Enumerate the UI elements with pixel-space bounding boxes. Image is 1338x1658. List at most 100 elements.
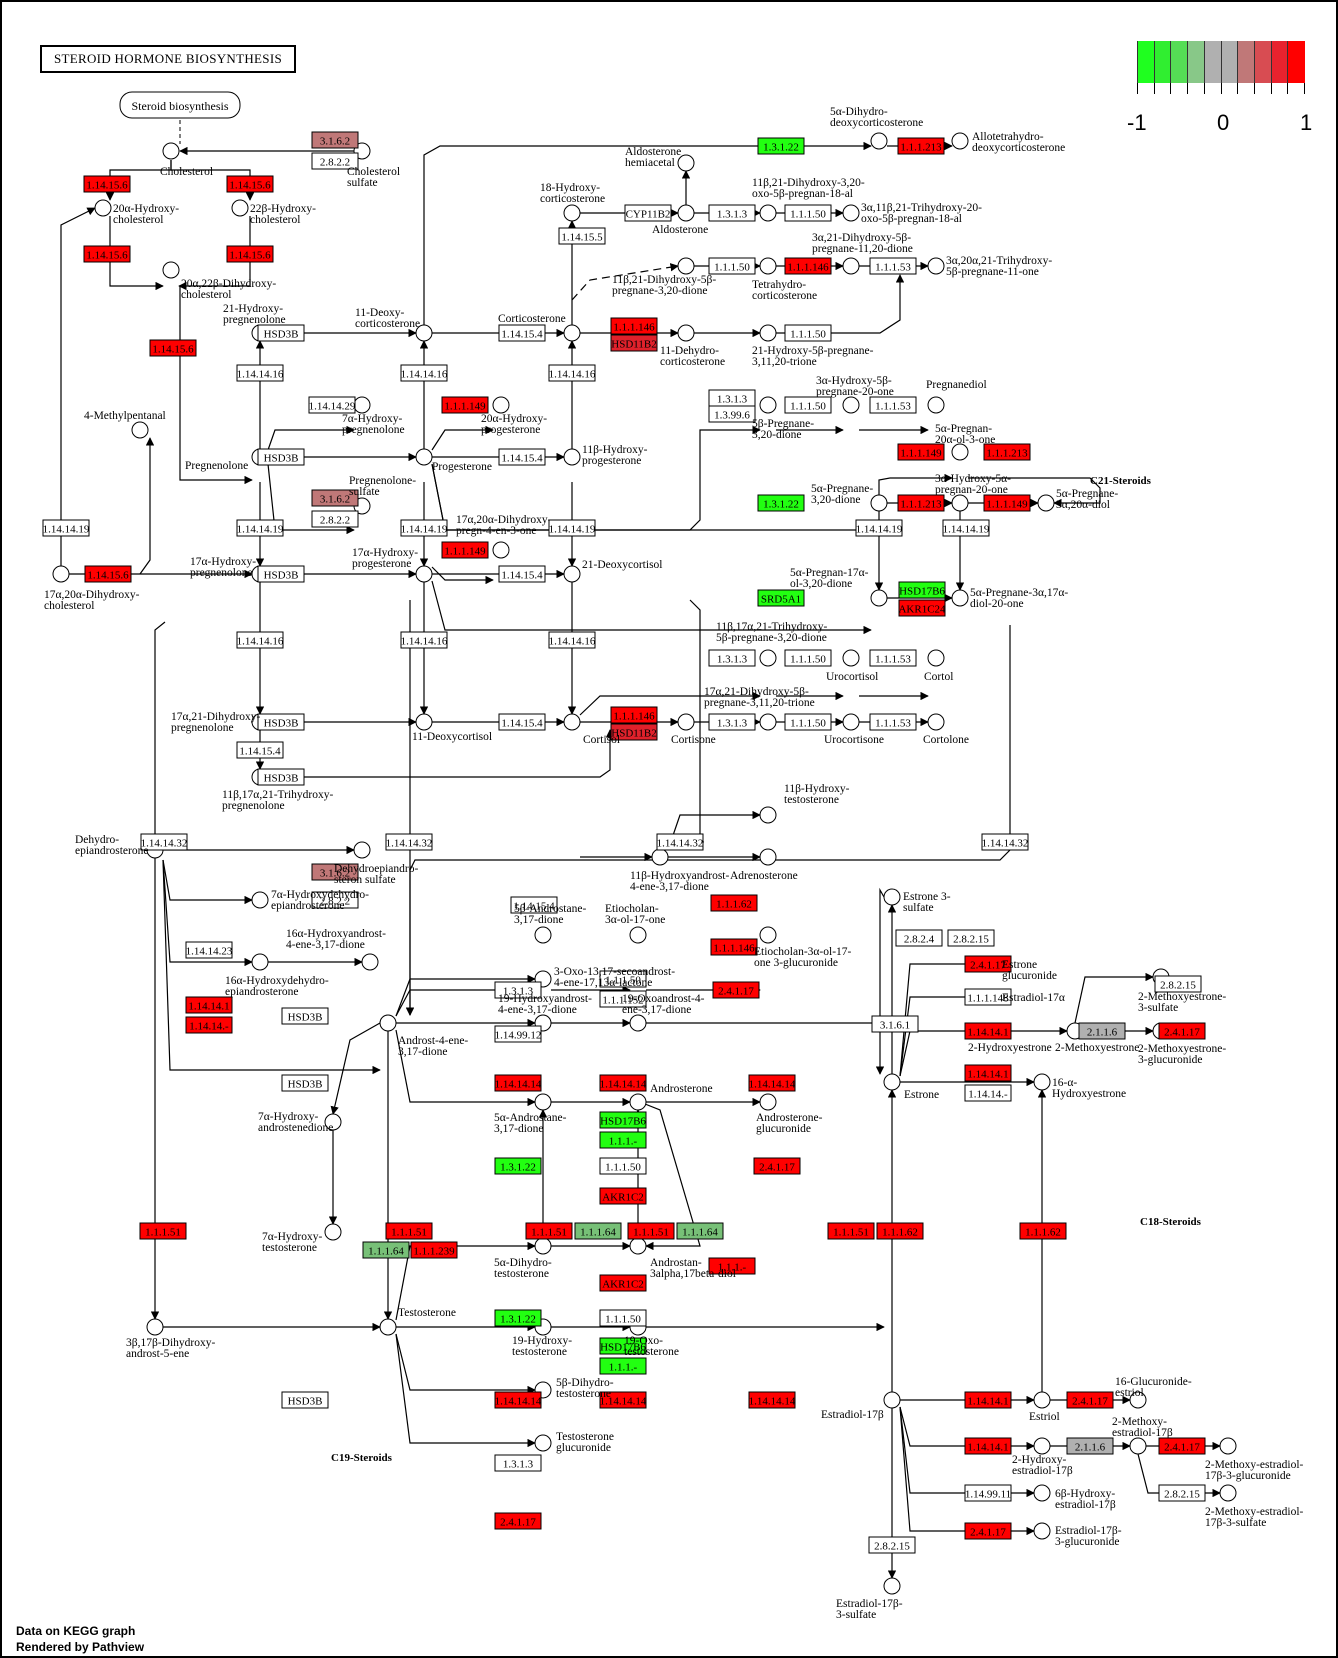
compound-node[interactable] [1219, 1437, 1237, 1455]
compound-node[interactable] [842, 204, 860, 222]
compound-node[interactable] [759, 713, 777, 731]
enzyme-box[interactable]: 1.14.15.6 [84, 565, 132, 583]
enzyme-box[interactable]: 1.1.1.64 [676, 1222, 724, 1240]
compound-node[interactable] [563, 565, 581, 583]
enzyme-box[interactable]: 2.4.1.17 [1158, 1022, 1206, 1040]
enzyme-box[interactable]: 1.1.1.62 [1019, 1222, 1067, 1240]
compound-node[interactable] [951, 494, 969, 512]
enzyme-box[interactable]: 2.8.2.4 [895, 929, 943, 947]
enzyme-box[interactable]: 1.14.14.16 [548, 631, 596, 649]
enzyme-box[interactable]: 1.14.15.4 [498, 324, 546, 342]
enzyme-box[interactable]: 1.1.1.64 [362, 1241, 410, 1259]
enzyme-box[interactable]: 1.1.1.53 [869, 649, 917, 667]
enzyme-box[interactable]: HSD3B [257, 713, 305, 731]
enzyme-box[interactable]: 1.1.1.149 [441, 396, 489, 414]
enzyme-box[interactable]: 1.14.14.1 [964, 1064, 1012, 1082]
compound-node[interactable] [759, 257, 777, 275]
compound-node[interactable] [883, 888, 901, 906]
compound-node[interactable] [415, 713, 433, 731]
enzyme-box[interactable]: 1.1.1.146 [784, 257, 832, 275]
enzyme-box[interactable]: 1.14.15.4 [498, 565, 546, 583]
compound-node[interactable] [534, 926, 552, 944]
compound-node[interactable] [415, 448, 433, 466]
enzyme-box[interactable]: 1.1.1.50 [784, 324, 832, 342]
enzyme-box[interactable]: 2.8.2.2 [311, 510, 359, 528]
enzyme-box[interactable]: HSD11B2 [610, 723, 658, 741]
compound-node[interactable] [563, 713, 581, 731]
enzyme-box[interactable]: HSD3B [257, 768, 305, 786]
enzyme-box[interactable]: AKR1C2 [599, 1274, 647, 1292]
enzyme-box[interactable]: 1.14.15.6 [149, 339, 197, 357]
compound-node[interactable] [324, 1223, 342, 1241]
compound-node[interactable] [759, 1093, 777, 1111]
enzyme-box[interactable]: 1.14.14.32 [140, 833, 188, 851]
enzyme-box[interactable]: 1.14.14.19 [400, 519, 448, 537]
enzyme-box[interactable]: HSD3B [281, 1391, 329, 1409]
enzyme-box[interactable]: 1.14.14.1 [185, 996, 233, 1014]
compound-node[interactable] [677, 324, 695, 342]
enzyme-box[interactable]: 1.1.1.146 [610, 317, 658, 335]
compound-node[interactable] [563, 204, 581, 222]
enzyme-box[interactable]: HSD3B [257, 448, 305, 466]
enzyme-box[interactable]: 1.1.1.50 [599, 1309, 647, 1327]
compound-node[interactable] [629, 1093, 647, 1111]
enzyme-box[interactable]: 1.1.1.146 [710, 938, 758, 956]
compound-node[interactable] [251, 953, 269, 971]
enzyme-box[interactable]: 1.1.1.149 [441, 541, 489, 559]
enzyme-box[interactable]: 1.1.1.50 [599, 1157, 647, 1175]
enzyme-box[interactable]: 1.1.1.50 [784, 396, 832, 414]
enzyme-box[interactable]: 1.14.15.6 [83, 245, 131, 263]
enzyme-box[interactable]: 1.14.14.14 [748, 1391, 796, 1409]
enzyme-box[interactable]: 1.1.1.51 [139, 1222, 187, 1240]
enzyme-box[interactable]: 1.14.14.14 [599, 1391, 647, 1409]
enzyme-box[interactable]: 1.3.1.3 [708, 649, 756, 667]
enzyme-box[interactable]: 2.4.1.17 [494, 1512, 542, 1530]
enzyme-box[interactable]: 1.14.14.14 [494, 1074, 542, 1092]
enzyme-box[interactable]: 1.14.14.19 [855, 519, 903, 537]
compound-node[interactable] [870, 132, 888, 150]
enzyme-box[interactable]: 1.14.14.29 [308, 396, 356, 414]
compound-node[interactable] [759, 806, 777, 824]
enzyme-box[interactable]: 1.14.15.4 [498, 448, 546, 466]
enzyme-box[interactable]: 2.4.1.17 [1066, 1391, 1114, 1409]
enzyme-box[interactable]: 1.1.1.62 [710, 894, 758, 912]
enzyme-box[interactable]: 1.1.1.53 [869, 396, 917, 414]
enzyme-box[interactable]: 1.3.1.22 [757, 137, 805, 155]
compound-node[interactable] [759, 204, 777, 222]
enzyme-box[interactable]: 1.14.14.32 [981, 833, 1029, 851]
enzyme-box[interactable]: HSD3B [257, 324, 305, 342]
enzyme-box[interactable]: 1.14.14.1 [964, 1437, 1012, 1455]
compound-node[interactable] [629, 926, 647, 944]
compound-node[interactable] [534, 1237, 552, 1255]
compound-node[interactable] [677, 204, 695, 222]
enzyme-box[interactable]: 1.14.15.4 [510, 896, 558, 914]
compound-node[interactable] [563, 324, 581, 342]
compound-node[interactable] [759, 324, 777, 342]
enzyme-box[interactable]: 1.14.14.32 [656, 833, 704, 851]
compound-node[interactable] [324, 1113, 342, 1131]
compound-node[interactable] [870, 589, 888, 607]
enzyme-box[interactable]: 1.1.1.213 [983, 443, 1031, 461]
enzyme-box[interactable]: 1.14.15.4 [498, 713, 546, 731]
enzyme-box[interactable]: SRD5A1 [757, 589, 805, 607]
enzyme-box[interactable]: 1.14.99.12 [494, 1025, 542, 1043]
enzyme-box[interactable]: 1.1.1.50 [784, 204, 832, 222]
enzyme-box[interactable]: 1.1.1.- [708, 1257, 756, 1275]
compound-node[interactable] [842, 257, 860, 275]
compound-node[interactable] [534, 1434, 552, 1452]
enzyme-box[interactable]: 2.4.1.17 [1158, 1437, 1206, 1455]
compound-node[interactable] [162, 261, 180, 279]
enzyme-box[interactable]: 2.8.2.15 [1154, 975, 1202, 993]
compound-node[interactable] [94, 199, 112, 217]
enzyme-box[interactable]: 1.1.1.51 [827, 1222, 875, 1240]
enzyme-box[interactable]: 1.1.1.53 [869, 713, 917, 731]
compound-node[interactable] [759, 396, 777, 414]
compound-node[interactable] [563, 448, 581, 466]
enzyme-box[interactable]: HSD11B2 [610, 334, 658, 352]
compound-node[interactable] [361, 953, 379, 971]
compound-node[interactable] [883, 1391, 901, 1409]
compound-node[interactable] [251, 891, 269, 909]
enzyme-box[interactable]: 1.14.14.14 [599, 1074, 647, 1092]
compound-node[interactable] [1129, 1437, 1147, 1455]
compound-node[interactable] [415, 324, 433, 342]
